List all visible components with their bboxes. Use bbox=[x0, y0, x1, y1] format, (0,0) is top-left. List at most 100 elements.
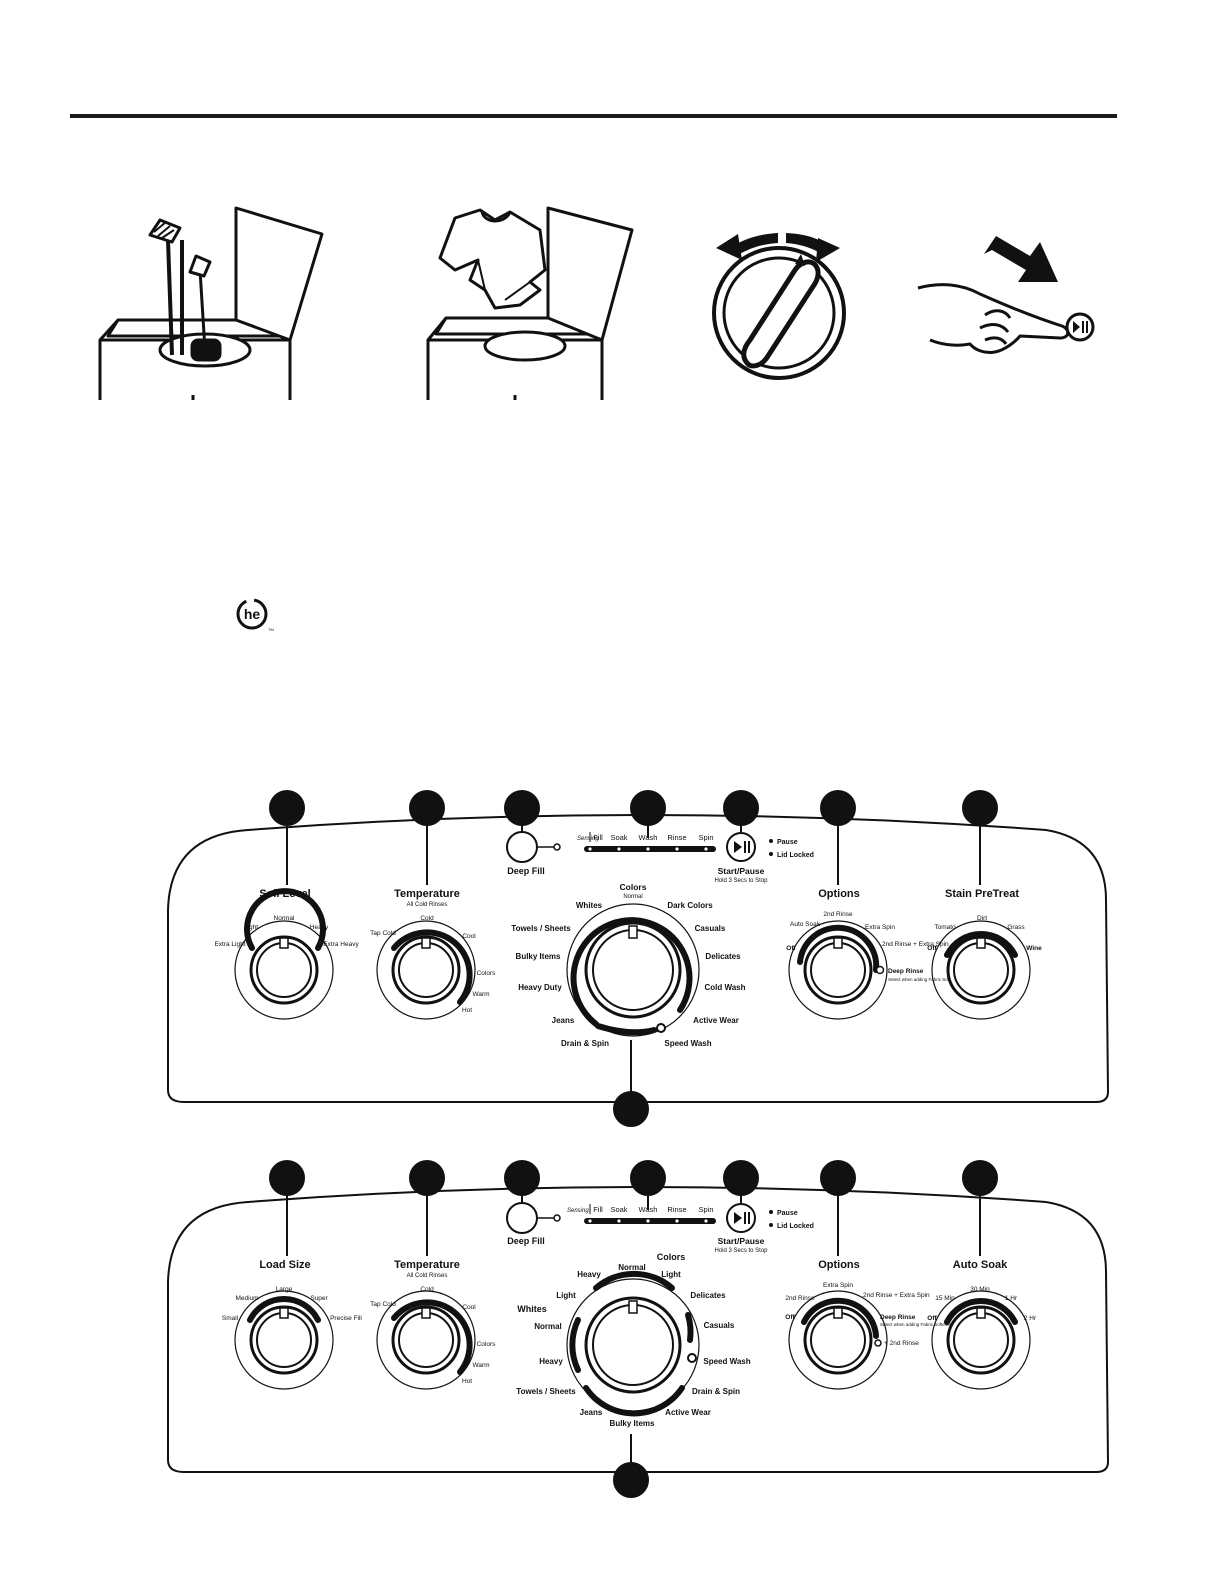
start-pause-label: Start/Pause bbox=[718, 866, 765, 876]
option-deep-rinse-2: Deep Rinse bbox=[880, 1314, 916, 1321]
pretreat-dirt: Dirt bbox=[977, 915, 987, 922]
pause-indicator-2: Pause bbox=[777, 1210, 798, 1217]
cycle-speed-wash: Speed Wash bbox=[664, 1039, 711, 1048]
cycle-towels-sheets-2: Towels / Sheets bbox=[516, 1387, 576, 1396]
setting-extra-heavy: Extra Heavy bbox=[323, 941, 359, 948]
option-plus-2nd-rinse: + 2nd Rinse bbox=[884, 1340, 919, 1347]
stage-fill: Fill bbox=[593, 833, 603, 842]
cycle-cold-wash: Cold Wash bbox=[704, 983, 745, 992]
setting-warm-2: Warm bbox=[472, 1362, 489, 1369]
pretreat-wine: Wine bbox=[1026, 945, 1042, 952]
washer-loading-illustration bbox=[426, 206, 634, 400]
options-knob-2[interactable] bbox=[803, 1305, 873, 1375]
stage-rinse-2: Rinse bbox=[667, 1205, 686, 1214]
cycle-whites-normal: Normal bbox=[534, 1322, 562, 1331]
options-title-2: Options bbox=[818, 1259, 860, 1271]
setting-colors: Colors bbox=[477, 970, 497, 977]
start-pause-sub-2: Hold 3 Secs to Stop bbox=[714, 1248, 768, 1254]
deep-fill-button-2[interactable] bbox=[506, 1202, 538, 1234]
deep-fill-button[interactable] bbox=[506, 831, 538, 863]
cycle-delicates: Delicates bbox=[705, 952, 741, 961]
pause-indicator: Pause bbox=[777, 839, 798, 846]
setting-cool-2: Cool bbox=[462, 1304, 476, 1311]
panel-2-outline bbox=[167, 1186, 1110, 1473]
status-light-bar bbox=[584, 846, 716, 852]
sensing-label-2: Sensing bbox=[567, 1208, 589, 1214]
option-2nd-rinse: 2nd Rinse bbox=[823, 911, 853, 918]
option-auto-soak: Auto Soak bbox=[790, 921, 821, 928]
deep-fill-label-2: Deep Fill bbox=[507, 1236, 545, 1246]
stage-spin: Spin bbox=[698, 833, 713, 842]
play-pause-icon bbox=[734, 841, 742, 853]
pretreat-off: Off bbox=[927, 945, 937, 952]
stain-pretreat-knob[interactable] bbox=[946, 935, 1016, 1005]
setting-heavy: Heavy bbox=[310, 924, 329, 931]
option-extra-spin-2: Extra Spin bbox=[823, 1282, 853, 1289]
control-panel-1: Deep Fill Sensing Fill Soak Wash Rinse S… bbox=[167, 790, 1110, 1127]
cycle-colors-heavy: Heavy bbox=[577, 1270, 601, 1279]
setting-tap-cold: Tap Cold bbox=[370, 930, 396, 937]
stage-soak: Soak bbox=[610, 833, 627, 842]
option-deep-rinse: Deep Rinse bbox=[888, 968, 924, 975]
cycle-jeans: Jeans bbox=[552, 1016, 575, 1025]
temperature-subtitle: All Cold Rinses bbox=[407, 902, 448, 908]
setting-extra-light: Extra Light bbox=[214, 941, 245, 948]
soil-level-knob[interactable] bbox=[249, 935, 319, 1005]
start-pause-sub: Hold 3 Secs to Stop bbox=[714, 878, 768, 884]
cycle-active-wear: Active Wear bbox=[693, 1016, 739, 1025]
temperature-knob-2[interactable] bbox=[391, 1305, 461, 1375]
cycle-delicates-2: Delicates bbox=[690, 1291, 726, 1300]
lid-locked-indicator-2: Lid Locked bbox=[777, 1223, 814, 1230]
load-size-knob[interactable] bbox=[249, 1305, 319, 1375]
options-title: Options bbox=[818, 888, 860, 900]
panel-1-outline bbox=[167, 814, 1110, 1103]
option-2nd-rinse-extra-spin-2: 2nd Rinse + Extra Spin bbox=[863, 1292, 930, 1299]
start-pause-label-2: Start/Pause bbox=[718, 1236, 765, 1246]
cycle-speed-wash-2: Speed Wash bbox=[703, 1357, 750, 1366]
temperature-knob[interactable] bbox=[391, 935, 461, 1005]
lid-locked-indicator: Lid Locked bbox=[777, 852, 814, 859]
setting-cold-2: Cold bbox=[420, 1286, 434, 1293]
setting-cold: Cold bbox=[420, 915, 434, 922]
pretreat-tomato: Tomato bbox=[934, 924, 956, 931]
cycle-whites-light: Light bbox=[556, 1291, 576, 1300]
he-logo-icon: he TM bbox=[236, 598, 274, 632]
cycle-bulky-items: Bulky Items bbox=[516, 952, 561, 961]
cycle-knob[interactable] bbox=[584, 921, 682, 1019]
setting-tap-cold-2: Tap Cold bbox=[370, 1301, 396, 1308]
svg-text:TM: TM bbox=[268, 627, 274, 632]
cycle-dark-colors: Dark Colors bbox=[667, 901, 713, 910]
deep-rinse-note: Select when adding Fabric Softener bbox=[888, 977, 960, 982]
load-precise-fill: Precise Fill bbox=[330, 1315, 362, 1322]
cycle-colors-normal: Normal bbox=[618, 1263, 646, 1272]
stage-soak-2: Soak bbox=[610, 1205, 627, 1214]
load-small: Small bbox=[222, 1315, 239, 1322]
cycle-whites-heavy: Heavy bbox=[539, 1357, 563, 1366]
setting-normal: Normal bbox=[274, 915, 296, 922]
panel-1-callouts bbox=[269, 790, 998, 1127]
pretreat-grass: Grass bbox=[1007, 924, 1025, 931]
soak-off: Off bbox=[927, 1315, 937, 1322]
washer-detergent-illustration bbox=[98, 206, 324, 400]
auto-soak-title: Auto Soak bbox=[953, 1259, 1008, 1271]
temperature-title: Temperature bbox=[394, 888, 460, 900]
auto-soak-knob[interactable] bbox=[946, 1305, 1016, 1375]
cycle-bulky-items-2: Bulky Items bbox=[610, 1419, 655, 1428]
status-light-bar-2 bbox=[584, 1218, 716, 1224]
instruction-illustrations bbox=[98, 206, 1095, 400]
setting-warm: Warm bbox=[472, 991, 489, 998]
top-rule bbox=[70, 114, 1117, 118]
deep-rinse-note-2: Select when adding Fabric Softener bbox=[880, 1322, 952, 1327]
cycle-knob-2[interactable] bbox=[584, 1296, 682, 1394]
cycle-casuals: Casuals bbox=[695, 924, 726, 933]
option-off: Off bbox=[786, 945, 796, 952]
cycle-colors-light: Light bbox=[661, 1270, 681, 1279]
cycle-drain-spin: Drain & Spin bbox=[561, 1039, 609, 1048]
options-knob[interactable] bbox=[803, 935, 873, 1005]
dial-rotation-illustration bbox=[712, 233, 846, 380]
load-medium: Medium bbox=[235, 1295, 258, 1302]
group-whites-label: Whites bbox=[517, 1304, 547, 1314]
cycle-active-wear-2: Active Wear bbox=[665, 1408, 711, 1417]
sensing-label: Sensing bbox=[577, 836, 599, 842]
temperature-title-2: Temperature bbox=[394, 1259, 460, 1271]
